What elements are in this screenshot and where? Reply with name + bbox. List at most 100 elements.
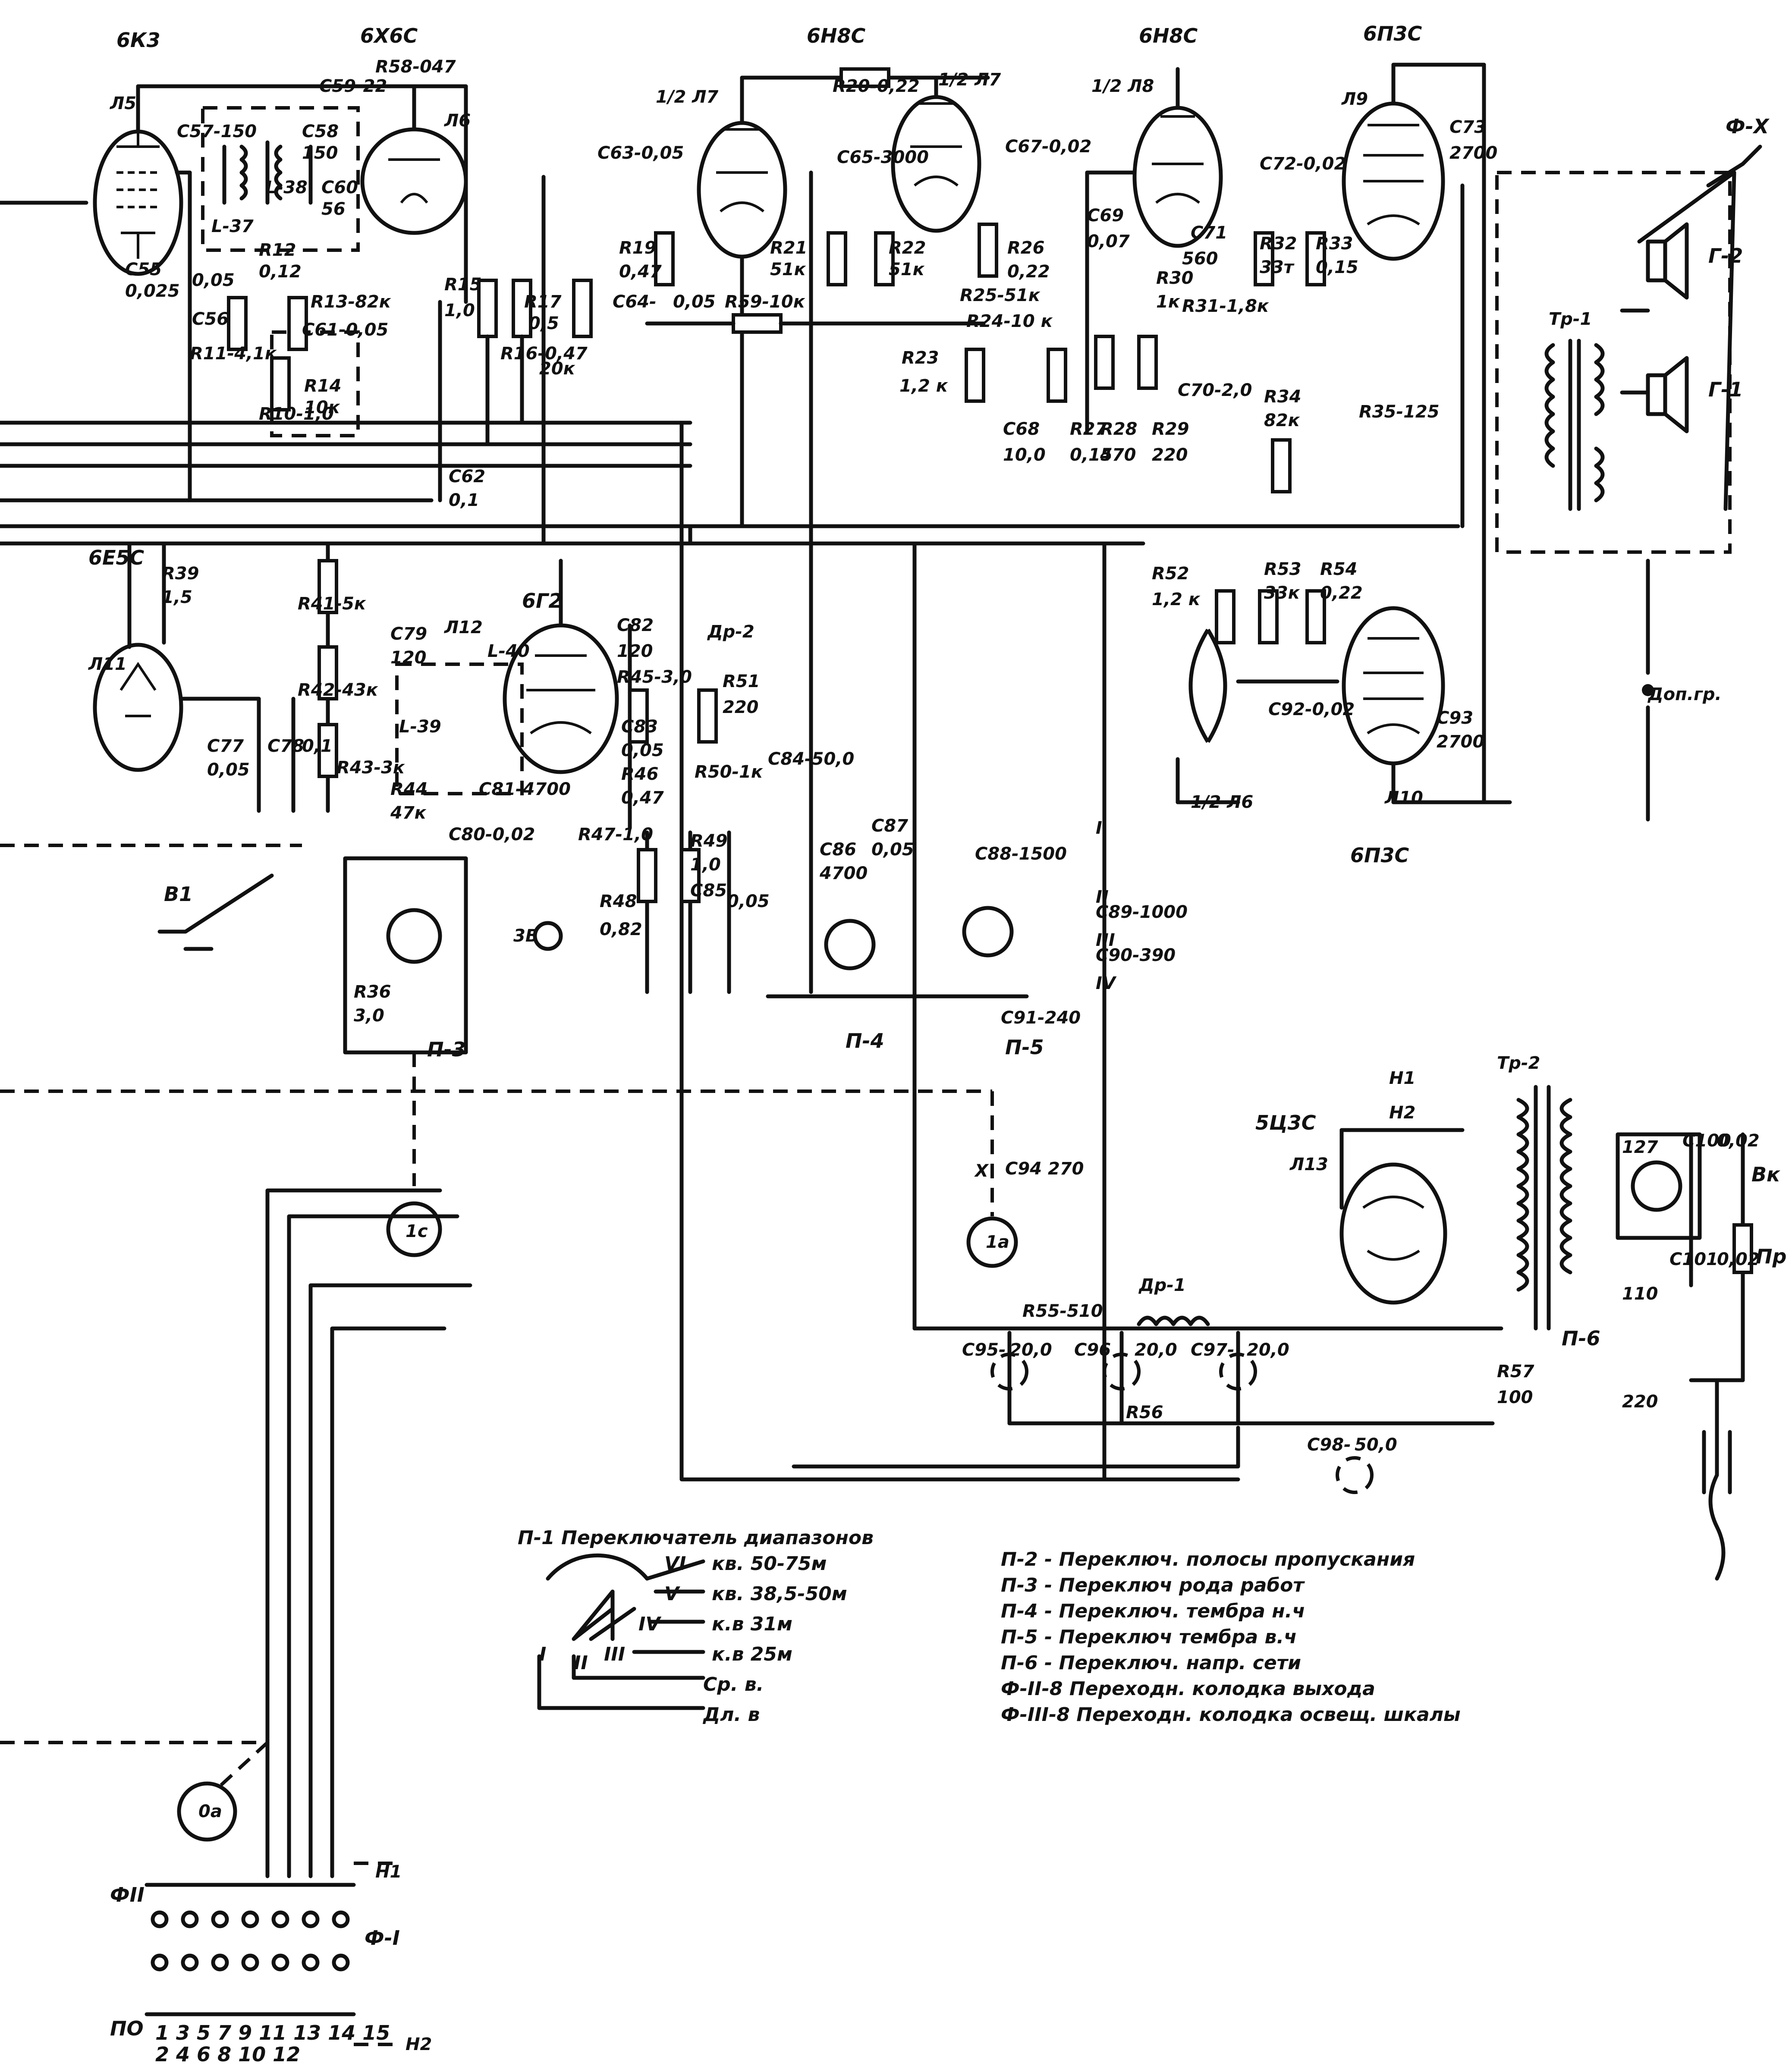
- c72-label: C72-0,02: [1260, 154, 1346, 174]
- r42-label: R42-43к: [298, 680, 378, 700]
- c84-label: C84-50,0: [768, 749, 855, 769]
- legend-p1-title: П-1 Переключатель диапазонов: [518, 1527, 874, 1549]
- r28-value: 470: [1100, 445, 1136, 465]
- r23-value: 1,2 к: [899, 376, 948, 396]
- r21-label: R21: [770, 238, 808, 258]
- r49-value: 1,0: [690, 855, 721, 875]
- r24-label: R24-10 к: [966, 311, 1053, 331]
- tube-l11-type: 6Е5С: [88, 546, 145, 569]
- r11-label: R11-4,1к: [190, 344, 277, 364]
- tube-l5-type: 6К3: [116, 28, 160, 52]
- roman-x-label: X: [975, 1161, 988, 1181]
- tr1-label: Тр-1: [1549, 309, 1592, 329]
- c79-label: C79: [390, 624, 428, 644]
- c73-value: 2700: [1449, 143, 1498, 163]
- c58-label: C58: [302, 122, 339, 141]
- c68-label: C68: [1003, 419, 1040, 439]
- c91-label: C91-240: [1001, 1008, 1081, 1028]
- r15-value: 1,0: [444, 301, 475, 320]
- c82-label: C82: [617, 615, 654, 635]
- tube-l6-ref: Л6: [444, 111, 471, 131]
- l40-label: L-40: [487, 641, 530, 661]
- c85-label: C85: [690, 881, 727, 901]
- switch-p3-box: [0, 844, 563, 1055]
- v220-label: 220: [1622, 1392, 1658, 1412]
- g1-label: Г-1: [1708, 378, 1743, 401]
- dop-gr-label: Доп.гр.: [1648, 684, 1722, 704]
- tube-l9-type: 6П3С: [1363, 22, 1422, 45]
- switch-0a-label: 0а: [198, 1802, 222, 1821]
- tube-l11: [93, 541, 261, 772]
- r19-label: R19: [619, 238, 657, 258]
- resistors-front: [227, 279, 692, 446]
- c78-value: 0,1: [302, 736, 333, 756]
- c90-label: C90-390: [1096, 945, 1176, 965]
- c64-value: 0,05: [673, 292, 716, 312]
- switch-p4-p5: [766, 906, 1029, 1331]
- tube-l6-half: [1176, 628, 1240, 804]
- c87-value: 0,05: [871, 840, 914, 860]
- c57-label: C57-150: [177, 122, 257, 141]
- r22-value: 51к: [889, 260, 924, 279]
- c71-value: 560: [1182, 249, 1218, 269]
- r51-value: 220: [723, 697, 759, 717]
- switch-1s-label: 1с: [406, 1221, 428, 1241]
- c94-label: C94 270: [1005, 1159, 1084, 1179]
- r44-value: 47к: [390, 803, 426, 823]
- c80-label: C80-0,02: [449, 825, 535, 845]
- c69-label: C69: [1087, 206, 1124, 226]
- tube-l6-type: 6Х6С: [360, 24, 418, 47]
- legend-switch-3: П-5 - Переключ тембра в.ч: [1001, 1626, 1297, 1648]
- dr1-label: Др-1: [1139, 1275, 1186, 1295]
- r58-label: R58-047: [375, 57, 456, 77]
- tube-l7-type: 6Н8С: [807, 24, 866, 47]
- c92-label: C92-0,02: [1268, 700, 1355, 719]
- c96-label: C96: [1074, 1340, 1111, 1360]
- tube-l8-type: 6Н8С: [1139, 24, 1198, 47]
- h2-label-bottom: H2: [406, 2035, 432, 2054]
- b1-label: B1: [164, 882, 193, 906]
- r10-label: R10-1,0: [259, 404, 334, 424]
- supply-buses: [0, 201, 1460, 546]
- r23-label: R23: [902, 348, 939, 368]
- c95-value: 20,0: [1009, 1340, 1052, 1360]
- tube-l10-type: 6П3С: [1350, 844, 1409, 867]
- tube-l12-type: 6Г2: [522, 589, 563, 612]
- r17-value: 0,5: [528, 314, 559, 333]
- output-transformer: [1495, 144, 1762, 554]
- r48-label: R48: [600, 892, 637, 911]
- po-label: ПО: [110, 2017, 144, 2040]
- r26-value: 0,22: [1007, 262, 1050, 282]
- r15-label: R15: [444, 275, 482, 295]
- r34-label: R34: [1264, 387, 1302, 407]
- r44-label: R44: [390, 779, 428, 799]
- v110-label: 110: [1622, 1284, 1658, 1304]
- c86-label: C86: [820, 840, 857, 860]
- tube-l10-ref: Л10: [1385, 788, 1423, 808]
- tube-l13-type: 5Ц3С: [1255, 1111, 1316, 1134]
- tube-l5-ref: Л5: [110, 94, 137, 113]
- c96-value: 20,0: [1135, 1340, 1177, 1360]
- legend-p1-item-0: кв. 50-75м: [712, 1553, 827, 1575]
- tr2-label: Тр-2: [1497, 1053, 1540, 1073]
- r25-label: R25-51к: [960, 286, 1040, 305]
- l39-label: L-39: [399, 717, 441, 737]
- c89-label: C89-1000: [1096, 902, 1188, 922]
- r22-label: R22: [889, 238, 926, 258]
- r33-label: R33: [1316, 234, 1353, 254]
- c78-label: C78: [267, 736, 305, 756]
- c68-value: 10,0: [1003, 445, 1046, 465]
- r20-label: R20-0,22: [833, 76, 920, 96]
- c55-value: 0,025: [125, 281, 180, 301]
- tube-l13-ref: Л13: [1290, 1155, 1328, 1174]
- c61-label: C61-0,05: [302, 320, 389, 340]
- tube-l9-ref: Л9: [1342, 89, 1368, 109]
- r47-label: R47-1,0: [578, 825, 653, 845]
- legend-p1-mark-3: III: [604, 1643, 626, 1665]
- c77-label: C77: [207, 736, 244, 756]
- switch-3v-label: 3В: [513, 926, 539, 946]
- band-switch-harness: [177, 1188, 472, 1878]
- r30-label: R30: [1156, 268, 1194, 288]
- vk-label: Вк: [1751, 1163, 1780, 1186]
